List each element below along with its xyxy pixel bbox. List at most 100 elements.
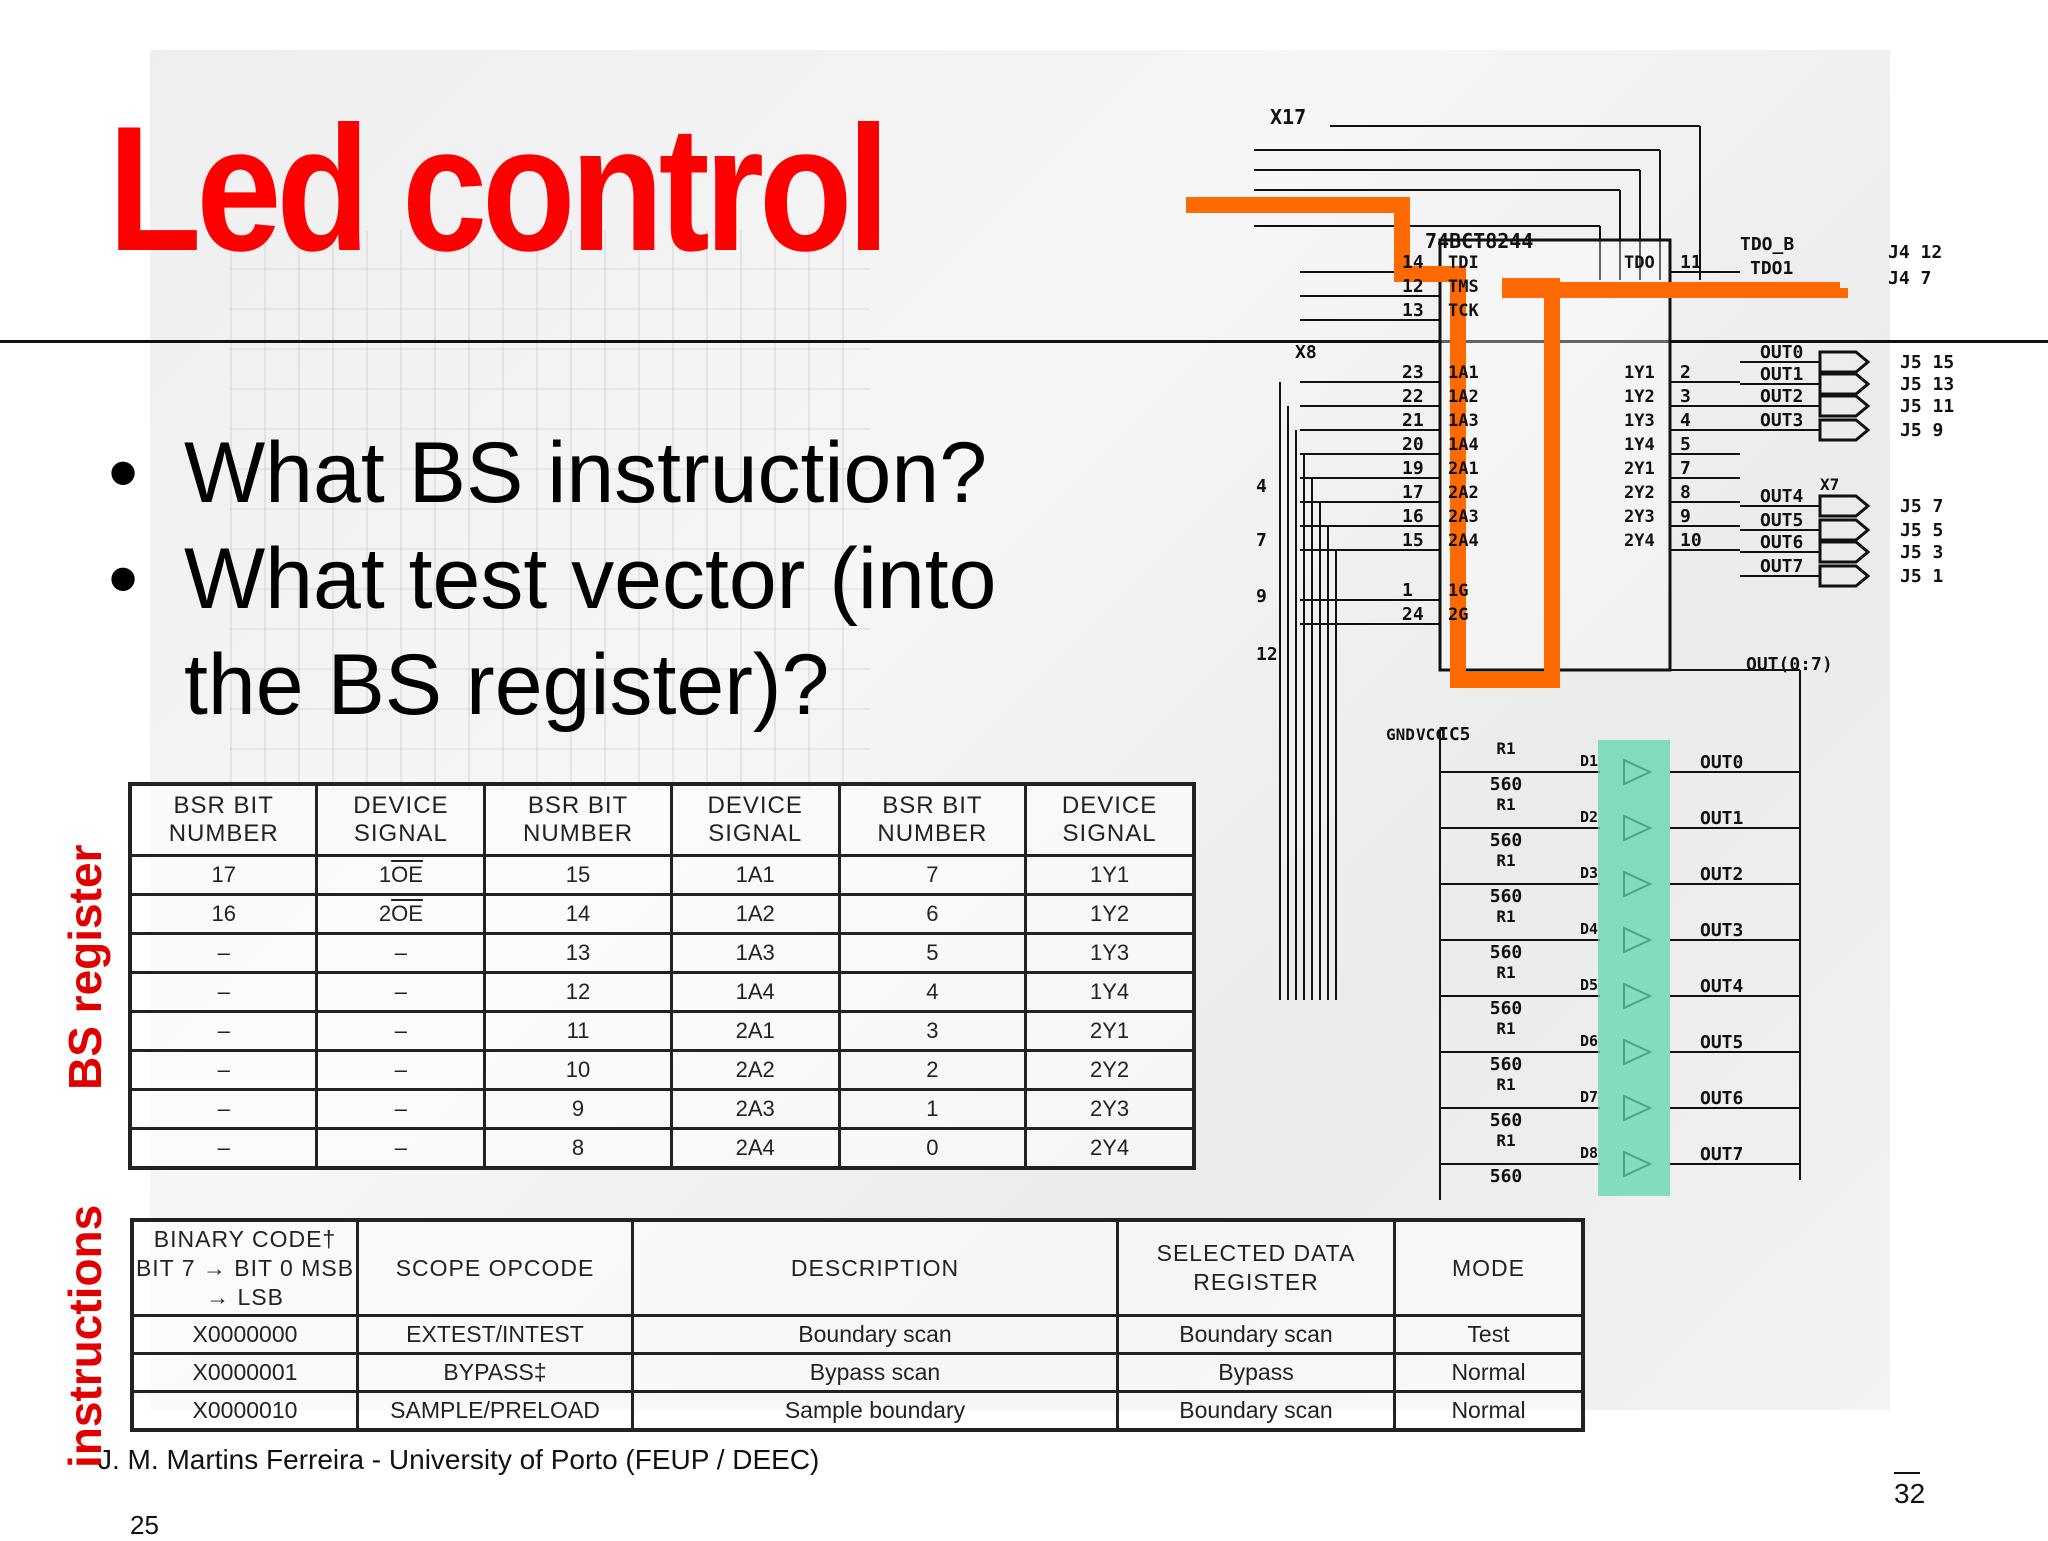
bsr-cell: 2A3 [669,1088,841,1130]
diode-label: D8 [1580,1144,1598,1162]
led-output-label: OUT1 [1700,808,1743,829]
instr-cell: Sample boundary [631,1390,1119,1432]
chip-name: 74BCT8244 [1425,229,1533,253]
resistor-label: R1 [1496,1075,1515,1094]
bsr-cell: – [315,1049,487,1091]
resistor-value: 560 [1490,830,1523,851]
bullet-text: What test vector (into the BS register)? [184,531,997,733]
instr-header-cell: SELECTED DATA REGISTER [1116,1218,1396,1317]
bsr-cell: 0 [837,1127,1028,1170]
j5-label: J5 3 [1900,542,1943,563]
right-pin-number: 4 [1680,410,1691,431]
background-board-texture [230,230,870,790]
j4-label: J4 7 [1888,268,1931,289]
right-pin-number: 2 [1680,362,1691,383]
left-pin-number: 24 [1402,604,1424,625]
instr-cell: Test [1393,1314,1585,1355]
resistor-label: R1 [1496,907,1515,926]
left-pin-number: 19 [1402,458,1424,479]
right-pin-number: 10 [1680,530,1702,551]
left-pin-number: 20 [1402,434,1424,455]
output-label: OUT2 [1760,386,1803,407]
resistor-label: R1 [1496,1019,1515,1038]
bsr-cell: 1Y3 [1024,932,1196,974]
title-divider [0,340,2048,343]
left-pin-signal: TCK [1448,301,1479,321]
instr-header-cell: BINARY CODE† BIT 7 → BIT 0 MSB → LSB [130,1218,359,1317]
bsr-cell: 6 [837,893,1028,935]
bsr-cell: 2A2 [669,1049,841,1091]
bsr-cell: – [128,1049,319,1091]
bsr-cell: 1A1 [669,854,841,896]
bsr-cell: 1Y2 [1024,893,1196,935]
ic-label: IC5 [1438,724,1471,745]
instr-cell: Boundary scan [1116,1390,1396,1432]
led-output-label: OUT5 [1700,1032,1743,1053]
led-output-label: OUT7 [1700,1144,1743,1165]
right-pin-signal: 1Y1 [1624,363,1655,383]
page-number: 32 [1894,1478,1926,1509]
bullet-marker: • [108,425,139,521]
instr-cell: Bypass [1116,1352,1396,1393]
power-label: GND [1386,725,1415,744]
diode-label: D3 [1580,864,1598,882]
resistor-value: 560 [1490,1166,1523,1187]
right-pin-signal: 2Y4 [1624,531,1655,551]
j5-label: J5 5 [1900,520,1943,541]
bsr-cell: 17 [128,854,319,896]
resistor-label: R1 [1496,739,1515,758]
j5-label: J5 11 [1900,396,1954,417]
left-pin-signal: 1A4 [1448,435,1479,455]
bsr-cell: 1A3 [669,932,841,974]
left-pin-number: 22 [1402,386,1424,407]
side-label-instructions: instructions [59,1204,111,1468]
left-pin-signal: 1G [1448,581,1468,601]
bsr-cell: 2 [837,1049,1028,1091]
led-output-label: OUT2 [1700,864,1743,885]
bsr-cell: 8 [483,1127,673,1170]
bsr-cell: – [128,1010,319,1052]
bsr-header-cell: BSR BIT NUMBER [837,782,1028,857]
instr-cell: X0000001 [130,1352,359,1393]
instr-cell: Boundary scan [1116,1314,1396,1355]
led-output-label: OUT4 [1700,976,1744,997]
connector-pin [1818,394,1871,418]
bsr-cell: 2Y3 [1024,1088,1196,1130]
bsr-header-row: BSR BIT NUMBER DEVICE SIGNAL BSR BIT NUM… [128,782,1196,857]
diode-label: D7 [1580,1088,1598,1106]
edge-number: 7 [1256,530,1267,551]
led-output-label: OUT0 [1700,752,1743,773]
right-pin-number: 11 [1680,252,1702,273]
bsr-cell: – [128,1088,319,1130]
left-pin-number: 13 [1402,300,1424,321]
left-pin-number: 23 [1402,362,1424,383]
schematic-wires [1254,125,1871,1200]
right-pin-signal: 2Y1 [1624,459,1655,479]
left-pin-signal: 2A1 [1448,459,1479,479]
bsr-cell: 15 [483,854,673,896]
power-label: VCC [1416,725,1445,744]
bsr-header-cell: BSR BIT NUMBER [483,782,673,857]
bsr-cell: 2A4 [669,1127,841,1170]
resistor-value: 560 [1490,1110,1523,1131]
j5-label: J5 1 [1900,566,1943,587]
bsr-cell: 5 [837,932,1028,974]
right-pin-number: 8 [1680,482,1691,503]
edge-number: 12 [1256,644,1278,665]
output-label: OUT7 [1760,556,1803,577]
bullet-item: •What test vector (into the BS register)… [108,526,1108,738]
bsr-cell: – [315,932,487,974]
left-pin-signal: 2G [1448,605,1468,625]
bsr-table: BSR BIT NUMBER DEVICE SIGNAL BSR BIT NUM… [128,782,1196,1170]
connector-pin [1818,564,1871,588]
connector-pin [1818,540,1871,564]
output-label: OUT6 [1760,532,1803,553]
right-pin-signal: 1Y2 [1624,387,1655,407]
bsr-cell: 1A2 [669,893,841,935]
bsr-cell: 1 [837,1088,1028,1130]
